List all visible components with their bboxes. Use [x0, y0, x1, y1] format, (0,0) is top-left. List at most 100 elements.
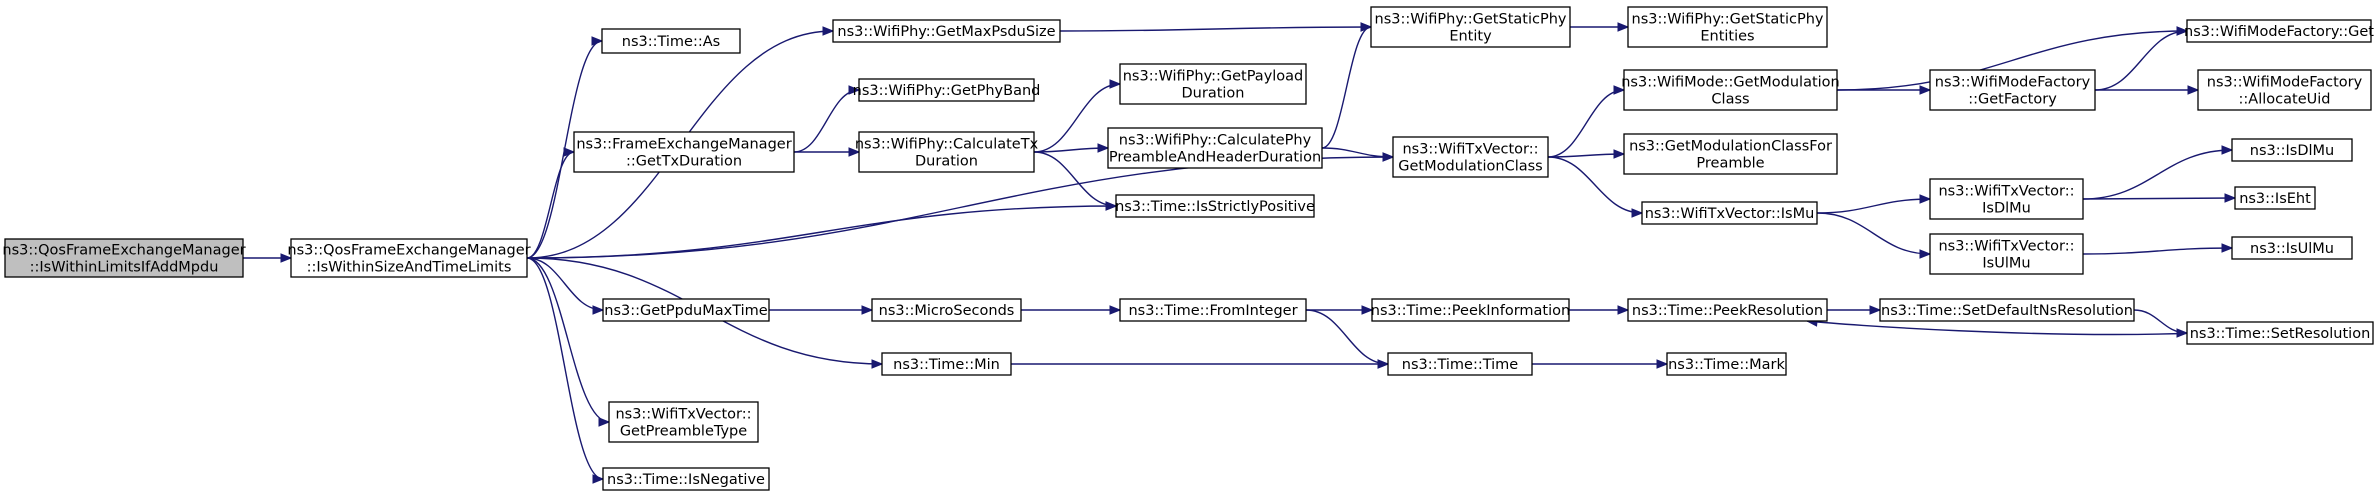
- node-label: GetModulationClass: [1398, 159, 1542, 175]
- nodes-layer: ns3::QosFrameExchangeManager::IsWithinLi…: [2, 6, 2374, 491]
- edge-peekinformation-to-peekresolution: [1569, 305, 1630, 315]
- node-calcphypreamble[interactable]: ns3::WifiPhy::CalculatePhyPreambleAndHea…: [1107, 127, 1323, 169]
- edge-root-to-iswithin: [242, 253, 293, 263]
- node-box[interactable]: [1879, 298, 2135, 322]
- node-getpreambletype[interactable]: ns3::WifiTxVector::GetPreambleType: [608, 401, 759, 443]
- node-iswithin[interactable]: ns3::QosFrameExchangeManager::IsWithinSi…: [287, 238, 531, 278]
- edge-arrowhead: [563, 147, 576, 157]
- edge-txv_getmodclass-to-wm_getmodclass: [1547, 85, 1626, 158]
- node-box[interactable]: [1370, 6, 1571, 48]
- node-txv_isdlmu[interactable]: ns3::WifiTxVector::IsDlMu: [1929, 178, 2084, 220]
- node-iseht[interactable]: ns3::IsEht: [2234, 186, 2316, 210]
- node-microseconds[interactable]: ns3::MicroSeconds: [871, 298, 1022, 322]
- node-timemin[interactable]: ns3::Time::Min: [881, 352, 1012, 376]
- node-box[interactable]: [601, 28, 741, 54]
- node-label: Entities: [1700, 29, 1754, 45]
- node-box[interactable]: [1107, 127, 1323, 169]
- node-getmaxpsdu[interactable]: ns3::WifiPhy::GetMaxPsduSize: [832, 19, 1061, 43]
- node-box[interactable]: [1115, 194, 1315, 218]
- node-box[interactable]: [1641, 201, 1818, 225]
- node-label: ns3::WifiTxVector::: [1938, 184, 2074, 200]
- edge-arrowhead: [2176, 26, 2189, 36]
- node-box[interactable]: [602, 467, 770, 491]
- node-box[interactable]: [2197, 69, 2372, 111]
- node-txv_isulmu[interactable]: ns3::WifiTxVector::IsUlMu: [1929, 233, 2084, 275]
- node-box[interactable]: [1371, 298, 1570, 322]
- node-box[interactable]: [1666, 352, 1787, 376]
- node-box[interactable]: [1392, 136, 1549, 178]
- edge-arrowhead: [1617, 22, 1630, 32]
- node-box[interactable]: [1929, 178, 2084, 220]
- edge-wmf_getfactory-to-wmf_allocateuid: [2095, 85, 2200, 95]
- node-box[interactable]: [1929, 233, 2084, 275]
- node-frominteger[interactable]: ns3::Time::FromInteger: [1119, 298, 1307, 322]
- node-label: Duration: [915, 154, 978, 170]
- node-isdlmu[interactable]: ns3::IsDlMu: [2231, 138, 2353, 162]
- node-fem_gettxduration[interactable]: ns3::FrameExchangeManager::GetTxDuration: [573, 131, 795, 173]
- node-setresolution[interactable]: ns3::Time::SetResolution: [2186, 321, 2374, 345]
- node-timeas[interactable]: ns3::Time::As: [601, 28, 741, 54]
- node-getphyband[interactable]: ns3::WifiPhy::GetPhyBand: [853, 78, 1041, 102]
- edge-arrowhead: [2224, 193, 2237, 203]
- node-isstrictlypositive[interactable]: ns3::Time::IsStrictlyPositive: [1115, 194, 1315, 218]
- edge-calcphypreamble-to-txv_getmodclass: [1321, 147, 1395, 162]
- edge-arrowhead: [1613, 149, 1626, 159]
- node-box[interactable]: [871, 298, 1022, 322]
- node-box[interactable]: [573, 131, 795, 173]
- node-label: ns3::WifiPhy::GetPhyBand: [853, 83, 1041, 99]
- node-wm_getmodclass[interactable]: ns3::WifiMode::GetModulationClass: [1621, 69, 1840, 111]
- node-box[interactable]: [1627, 6, 1828, 48]
- node-timemark[interactable]: ns3::Time::Mark: [1666, 352, 1787, 376]
- node-timetime[interactable]: ns3::Time::Time: [1387, 352, 1533, 376]
- node-getppdumaxtime[interactable]: ns3::GetPpduMaxTime: [602, 298, 770, 322]
- node-box[interactable]: [2186, 19, 2372, 43]
- node-box[interactable]: [2234, 186, 2316, 210]
- edge-calctxduration-to-getpayloadduration: [1033, 79, 1122, 153]
- edge-line: [1321, 26, 1372, 149]
- node-root[interactable]: ns3::QosFrameExchangeManager::IsWithinLi…: [2, 238, 246, 278]
- edge-line: [526, 257, 610, 423]
- edge-txv_isdlmu-to-isdlmu: [2082, 145, 2234, 200]
- node-box[interactable]: [2231, 236, 2353, 260]
- edge-wmf_getfactory-to-wmf_get: [2094, 26, 2189, 91]
- node-box[interactable]: [602, 298, 770, 322]
- node-label: Preamble: [1696, 156, 1764, 172]
- node-box[interactable]: [1929, 69, 2096, 111]
- node-box[interactable]: [1623, 69, 1838, 111]
- node-box[interactable]: [1627, 298, 1828, 322]
- node-box[interactable]: [858, 131, 1035, 173]
- node-box[interactable]: [1119, 298, 1307, 322]
- node-box[interactable]: [1387, 352, 1533, 376]
- node-box[interactable]: [1119, 63, 1307, 105]
- edge-timetime-to-timemark: [1532, 359, 1669, 369]
- node-setdefaultnsres[interactable]: ns3::Time::SetDefaultNsResolution: [1879, 298, 2135, 322]
- node-label: ns3::WifiPhy::GetStaticPhy: [1632, 12, 1824, 28]
- node-box[interactable]: [881, 352, 1012, 376]
- edge-arrowhead: [861, 305, 874, 315]
- node-box[interactable]: [290, 238, 528, 278]
- node-wmf_getfactory[interactable]: ns3::WifiModeFactory::GetFactory: [1929, 69, 2096, 111]
- node-box[interactable]: [2231, 138, 2353, 162]
- node-peekresolution[interactable]: ns3::Time::PeekResolution: [1627, 298, 1828, 322]
- node-txv_getmodclass[interactable]: ns3::WifiTxVector::GetModulationClass: [1392, 136, 1549, 178]
- node-label: PreambleAndHeaderDuration: [1109, 150, 1321, 166]
- node-box[interactable]: [2186, 321, 2374, 345]
- node-isulmu[interactable]: ns3::IsUlMu: [2231, 236, 2353, 260]
- node-isnegative[interactable]: ns3::Time::IsNegative: [602, 467, 770, 491]
- node-box[interactable]: [4, 238, 244, 278]
- node-wmf_get[interactable]: ns3::WifiModeFactory::Get: [2184, 19, 2374, 43]
- node-box[interactable]: [858, 78, 1035, 102]
- node-box[interactable]: [608, 401, 759, 443]
- node-box[interactable]: [1623, 133, 1838, 175]
- edge-line: [1033, 83, 1121, 153]
- node-wmf_allocateuid[interactable]: ns3::WifiModeFactory::AllocateUid: [2197, 69, 2372, 111]
- node-box[interactable]: [832, 19, 1061, 43]
- edge-arrowhead: [1613, 85, 1626, 95]
- node-peekinformation[interactable]: ns3::Time::PeekInformation: [1371, 298, 1570, 322]
- node-txv_ismu[interactable]: ns3::WifiTxVector::IsMu: [1641, 201, 1818, 225]
